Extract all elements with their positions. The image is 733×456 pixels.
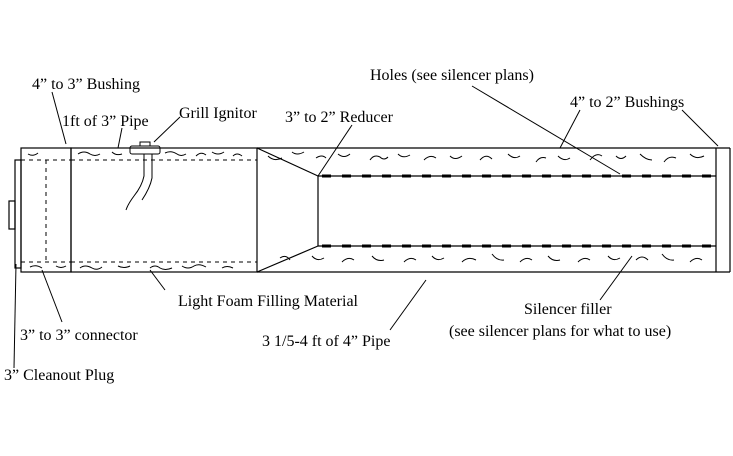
label-bushing-4-3: 4” to 3” Bushing (32, 76, 140, 93)
label-grill-ignitor: Grill Ignitor (179, 105, 257, 122)
pipe-3in (70, 147, 258, 273)
label-pipe-3: 1ft of 3” Pipe (62, 113, 149, 130)
holes (322, 174, 711, 248)
label-bushings-4-2: 4” to 2” Bushings (570, 94, 684, 111)
connector-3-3 (20, 147, 72, 273)
label-holes: Holes (see silencer plans) (370, 67, 534, 84)
reducer-3-2 (256, 147, 319, 273)
cleanout-plug (8, 159, 22, 269)
filler-scribbles (27, 151, 705, 270)
label-silencer-filler-note: (see silencer plans for what to use) (449, 323, 671, 340)
pipe-2in (318, 175, 716, 247)
leader-lines (13, 85, 719, 369)
label-pipe-4: 3 1/5-4 ft of 4” Pipe (262, 333, 390, 350)
label-cleanout: 3” Cleanout Plug (4, 367, 114, 384)
label-reducer: 3” to 2” Reducer (285, 109, 394, 126)
label-foam: Light Foam Filling Material (178, 293, 359, 310)
pipe-4in (257, 147, 731, 273)
label-silencer-filler: Silencer filler (524, 301, 612, 318)
grill-ignitor (125, 141, 161, 211)
label-connector: 3” to 3” connector (20, 327, 138, 344)
